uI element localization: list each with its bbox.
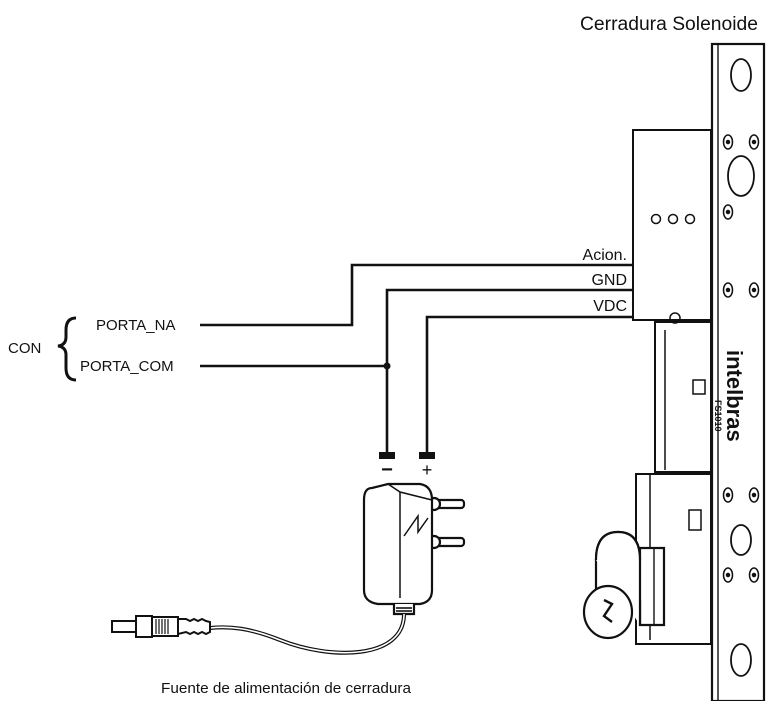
connector-brace xyxy=(57,316,77,382)
key-cylinder xyxy=(582,530,666,640)
lock-title: Cerradura Solenoide xyxy=(580,14,758,35)
connector-label: CON xyxy=(8,340,41,357)
wire-vdc xyxy=(425,315,633,455)
brand-name: intelbras xyxy=(722,350,747,442)
dc-plug xyxy=(111,615,211,638)
wire-acion xyxy=(200,263,633,327)
label-acion: Acion. xyxy=(583,247,627,264)
indicator-dot xyxy=(667,213,679,225)
faceplate-screw-hole xyxy=(730,58,752,92)
indicator-dot xyxy=(650,213,662,225)
power-adapter xyxy=(362,482,466,616)
lock-lower-housing xyxy=(654,321,712,473)
lock-upper-housing xyxy=(632,129,712,321)
brand-logo: intelbras FS1010 xyxy=(713,350,747,442)
terminal-minus xyxy=(379,452,395,459)
wiring xyxy=(200,263,633,455)
keyhole-icon xyxy=(602,598,614,623)
polarity-minus: − xyxy=(381,459,393,481)
terminal-plus xyxy=(419,452,435,459)
junction-node xyxy=(383,362,391,370)
lock-faceplate xyxy=(710,42,766,701)
label-gnd: GND xyxy=(591,272,627,289)
model-number: FS1010 xyxy=(713,400,723,432)
polarity-plus: + xyxy=(422,460,433,480)
wire-gnd xyxy=(385,288,633,455)
label-porta-na: PORTA_NA xyxy=(96,317,175,334)
indicator-dot xyxy=(684,213,696,225)
power-cable xyxy=(209,613,406,655)
power-supply-caption: Fuente de alimentación de cerradura xyxy=(161,680,412,697)
label-vdc: VDC xyxy=(593,298,627,315)
label-porta-com: PORTA_COM xyxy=(80,358,174,375)
